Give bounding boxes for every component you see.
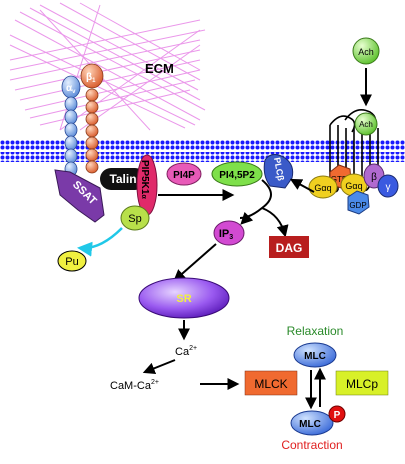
gaq-to-plc-arrow [289,178,315,193]
g-beta-label: β [371,172,377,183]
ca-label: Ca2+ [175,345,197,358]
talin-protein [100,168,146,190]
phosphate-circle [328,405,346,423]
alpha-v-integrin [61,75,81,177]
sarcoplasmic-reticulum [138,277,230,319]
ip3-to-sr-arrow [173,243,217,282]
putrescine-bubble [57,250,87,272]
ssat-protein [54,169,105,223]
cell-membrane [0,140,405,162]
to-dag-arrow [261,207,289,238]
gdp-label: GDP [349,201,366,210]
pu-label: Pu [65,256,78,268]
ach-ligand-circle [352,37,380,65]
beta-1-integrin [80,63,104,174]
pip5k-label: PIP5K1α [139,160,150,199]
pi45p2-bubble [211,161,263,187]
plc-label: PLCβ [272,157,286,182]
mlcp-label: MLCp [346,377,378,391]
mlc-bottom-label: MLC [299,419,321,430]
ip3-bubble [213,220,245,246]
ach-bound-label: Ach [359,120,373,129]
to-ip3-arrow [240,211,254,225]
gtp-label: GTP [331,175,347,184]
ip3-label: IP3 [219,228,233,241]
pi4p-bubble [166,162,202,186]
mlc-phosphorylated [290,410,334,436]
ecm-fibers [9,2,206,131]
spermine-circle [120,205,150,231]
plc-beta-enzyme [263,154,294,189]
mlcp-box [335,370,389,396]
contraction-label: Contraction [281,438,342,452]
alpha-label: αv [66,83,76,95]
dag-label: DAG [276,241,303,255]
mlc-top-label: MLC [304,351,326,362]
g-gamma-label: γ [386,182,391,193]
mlc-relaxed [293,342,337,368]
pi45p2-label: PI4,5P2 [219,170,255,181]
gaq-active-label: Gαq [314,183,331,193]
mlck-box [244,370,298,396]
beta-label: β1 [86,72,96,84]
gaq-active [308,175,338,199]
ca-to-cam-arrow [142,359,176,375]
ach-top-label: Ach [358,47,374,57]
talin-label: Talin [109,172,136,186]
gdp-hexagon [347,190,370,215]
mlck-label: MLCK [254,377,287,391]
dag-box [269,236,309,258]
relaxation-label: Relaxation [287,324,344,338]
phosphate-label: P [334,410,341,421]
gaq-inactive-label: Gαq [345,181,362,191]
sp-to-pu-arrow [77,227,123,257]
ach-bound-circle [354,112,378,136]
sr-label: SR [176,293,191,305]
sp-label: Sp [128,213,141,225]
ecm-label: ECM [145,61,174,76]
cam-ca-label: CaM-Ca2+ [110,379,159,392]
pi4p-label: PI4P [173,170,195,181]
g-gamma-subunit [377,174,399,198]
